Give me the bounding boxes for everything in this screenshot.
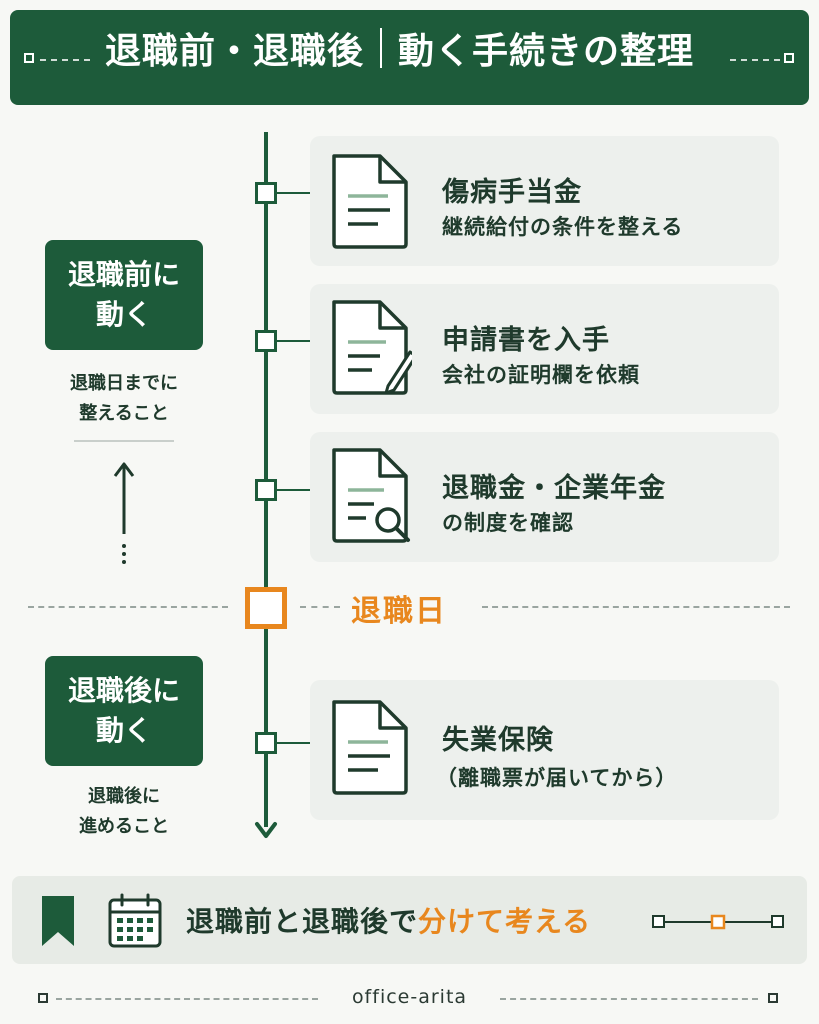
- label-before-line2: 動く: [95, 298, 152, 331]
- document-icon: [332, 700, 408, 795]
- timeline-node-4: [255, 732, 277, 754]
- timeline-arrow-icon: [255, 822, 277, 838]
- node-connector-4: [277, 742, 310, 744]
- footer-brand: office-arita: [351, 986, 468, 1008]
- note-before: 退職日までに 整えること: [40, 369, 208, 429]
- label-after-line2: 動く: [95, 714, 152, 747]
- calendar-icon: [108, 893, 162, 948]
- card-sub-4: （離職票が届いてから）: [436, 766, 678, 790]
- banner-text-highlight: 分けて考える: [418, 905, 592, 938]
- note-divider: [74, 440, 174, 442]
- card-sub-2: 会社の証明欄を依頼: [442, 363, 640, 387]
- footer-dash-left: [56, 998, 318, 1000]
- note-before-line1: 退職日までに: [70, 373, 178, 394]
- document-search-icon: [332, 448, 410, 543]
- card-title-2: 申請書を入手: [442, 325, 610, 356]
- card-sub-3: の制度を確認: [442, 511, 574, 535]
- node-connector-2: [277, 340, 310, 342]
- banner-text-main: 退職前と退職後で: [186, 905, 419, 938]
- mini-timeline-icon: [652, 914, 784, 930]
- retirement-day-label: 退職日: [351, 594, 447, 629]
- title-right: 動く手続きの整理: [398, 30, 695, 72]
- timeline-node-1: [255, 182, 277, 204]
- retirement-day-node: [245, 587, 287, 629]
- header-square-right: [784, 53, 794, 63]
- arrow-up-icon: [113, 462, 135, 564]
- header-banner: [10, 10, 809, 105]
- document-pen-icon: [332, 300, 412, 395]
- note-after-line1: 退職後に: [88, 786, 160, 807]
- banner-text: 退職前と退職後で分けて考える: [186, 900, 591, 940]
- document-icon: [332, 154, 408, 249]
- card-sub-1: 継続給付の条件を整える: [442, 215, 684, 239]
- header-dash-left: [40, 59, 90, 61]
- bookmark-icon: [42, 896, 74, 946]
- title-separator: [380, 27, 382, 68]
- header-dash-right: [730, 59, 780, 61]
- note-after: 退職後に 進めること: [40, 782, 208, 842]
- footer-square-left: [38, 993, 48, 1003]
- note-after-line2: 進めること: [79, 816, 169, 837]
- page-title: 退職前・退職後 動く手続きの整理: [0, 0, 799, 95]
- node-connector-1: [277, 192, 310, 194]
- footer-dash-right: [500, 998, 758, 1000]
- header-square-left: [24, 53, 34, 63]
- label-after-retirement: 退職後に 動く: [45, 656, 203, 766]
- label-before-line1: 退職前に: [67, 258, 180, 291]
- footer-square-right: [768, 993, 778, 1003]
- node-connector-3: [277, 489, 310, 491]
- retirement-dash-mid: [300, 606, 340, 608]
- timeline-node-3: [255, 479, 277, 501]
- retirement-dash-right: [482, 606, 790, 608]
- retirement-dash-left: [28, 606, 228, 608]
- card-title-1: 傷病手当金: [442, 177, 582, 208]
- note-before-line2: 整えること: [79, 403, 169, 424]
- card-title-3: 退職金・企業年金: [442, 473, 666, 504]
- timeline-node-2: [255, 330, 277, 352]
- title-left: 退職前・退職後: [104, 30, 364, 72]
- label-before-retirement: 退職前に 動く: [45, 240, 203, 350]
- label-after-line1: 退職後に: [67, 674, 180, 707]
- card-title-4: 失業保険: [442, 725, 554, 756]
